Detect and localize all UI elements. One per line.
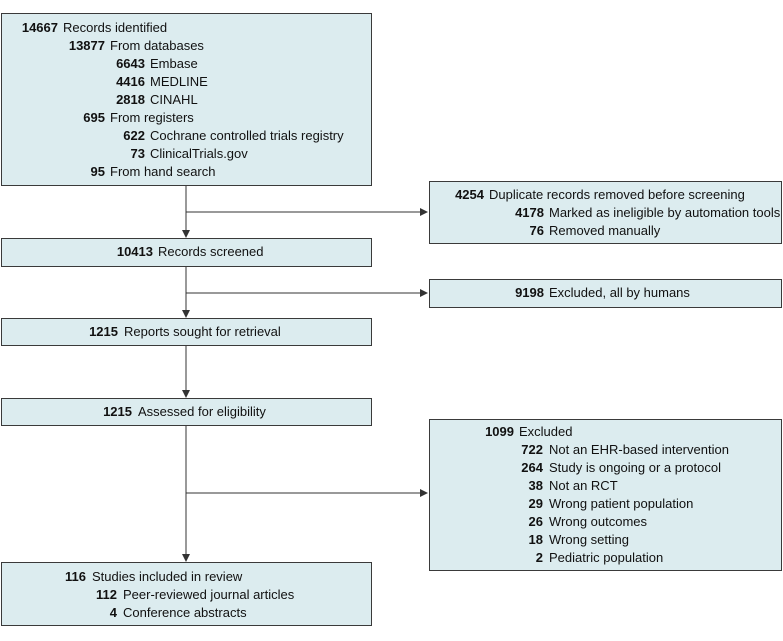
excluded-eligibility-label: Not an EHR-based intervention (549, 442, 729, 457)
removed-count: 76 (529, 223, 544, 238)
included-label: Studies included in review (92, 569, 243, 584)
identified-label: Embase (150, 56, 198, 71)
removed-label: Removed manually (549, 223, 661, 238)
identified-count: 73 (130, 146, 145, 161)
eligibility-count: 1215 (103, 404, 132, 419)
identified-count: 95 (90, 164, 105, 179)
identified-label: From hand search (110, 164, 216, 179)
identified-label: From registers (110, 110, 194, 125)
assessed-eligibility-box: 1215 Assessed for eligibility (1, 398, 372, 426)
excluded-eligibility-label: Wrong outcomes (549, 514, 648, 529)
excluded-eligibility-count: 29 (528, 496, 543, 511)
removed-label: Duplicate records removed before screeni… (489, 187, 745, 202)
screened-label: Records screened (158, 244, 264, 259)
excluded-eligibility-label: Wrong setting (549, 532, 629, 547)
excluded-eligibility-label: Wrong patient population (549, 496, 694, 511)
excluded-eligibility-count: 18 (528, 532, 543, 547)
retrieval-label: Reports sought for retrieval (124, 324, 281, 339)
identified-count: 2818 (116, 92, 145, 107)
excluded-eligibility-label: Not an RCT (549, 478, 618, 493)
excluded-eligibility-count: 2 (535, 550, 543, 565)
excluded-eligibility-label: Study is ongoing or a protocol (549, 460, 721, 475)
excluded-eligibility-label: Excluded (519, 424, 573, 439)
removed-count: 4254 (455, 187, 484, 202)
identified-count: 14667 (21, 20, 58, 35)
removed-count: 4178 (515, 205, 544, 220)
identified-label: ClinicalTrials.gov (150, 146, 248, 161)
included-count: 116 (65, 569, 86, 584)
retrieval-count: 1215 (89, 324, 118, 339)
excluded-eligibility-count: 1099 (485, 424, 514, 439)
eligibility-label: Assessed for eligibility (138, 404, 266, 419)
identified-count: 695 (83, 110, 105, 125)
reports-retrieval-box: 1215 Reports sought for retrieval (1, 318, 372, 346)
excluded-eligibility-count: 26 (528, 514, 543, 529)
identified-count: 4416 (116, 74, 145, 89)
identified-label: From databases (110, 38, 204, 53)
excluded-eligibility-count: 264 (521, 460, 543, 475)
excluded-screening-label: Excluded, all by humans (549, 285, 690, 300)
identified-label: Records identified (63, 20, 168, 35)
screened-count: 10413 (116, 244, 153, 259)
removed-label: Marked as ineligible by automation tools (549, 205, 781, 220)
identified-label: MEDLINE (150, 74, 208, 89)
excluded-eligibility-box: 1099 Excluded 722 Not an EHR-based inter… (429, 419, 782, 571)
excluded-screening-count: 9198 (515, 285, 544, 300)
records-screened-box: 10413 Records screened (1, 238, 372, 267)
identified-count: 6643 (116, 56, 145, 71)
records-identified-box: 14667 Records identified 13877 From data… (1, 13, 372, 186)
excluded-eligibility-count: 722 (521, 442, 543, 457)
included-count: 4 (109, 605, 117, 620)
identified-count: 13877 (68, 38, 105, 53)
included-count: 112 (96, 587, 117, 602)
excluded-eligibility-count: 38 (528, 478, 543, 493)
included-label: Peer-reviewed journal articles (123, 587, 295, 602)
identified-label: Cochrane controlled trials registry (150, 128, 344, 143)
identified-label: CINAHL (150, 92, 198, 107)
identified-count: 622 (123, 128, 145, 143)
included-label: Conference abstracts (123, 605, 247, 620)
records-removed-box: 4254 Duplicate records removed before sc… (429, 181, 782, 244)
excluded-eligibility-label: Pediatric population (549, 550, 664, 565)
excluded-screening-box: 9198 Excluded, all by humans (429, 279, 782, 308)
studies-included-box: 116 Studies included in review 112 Peer-… (1, 562, 372, 626)
